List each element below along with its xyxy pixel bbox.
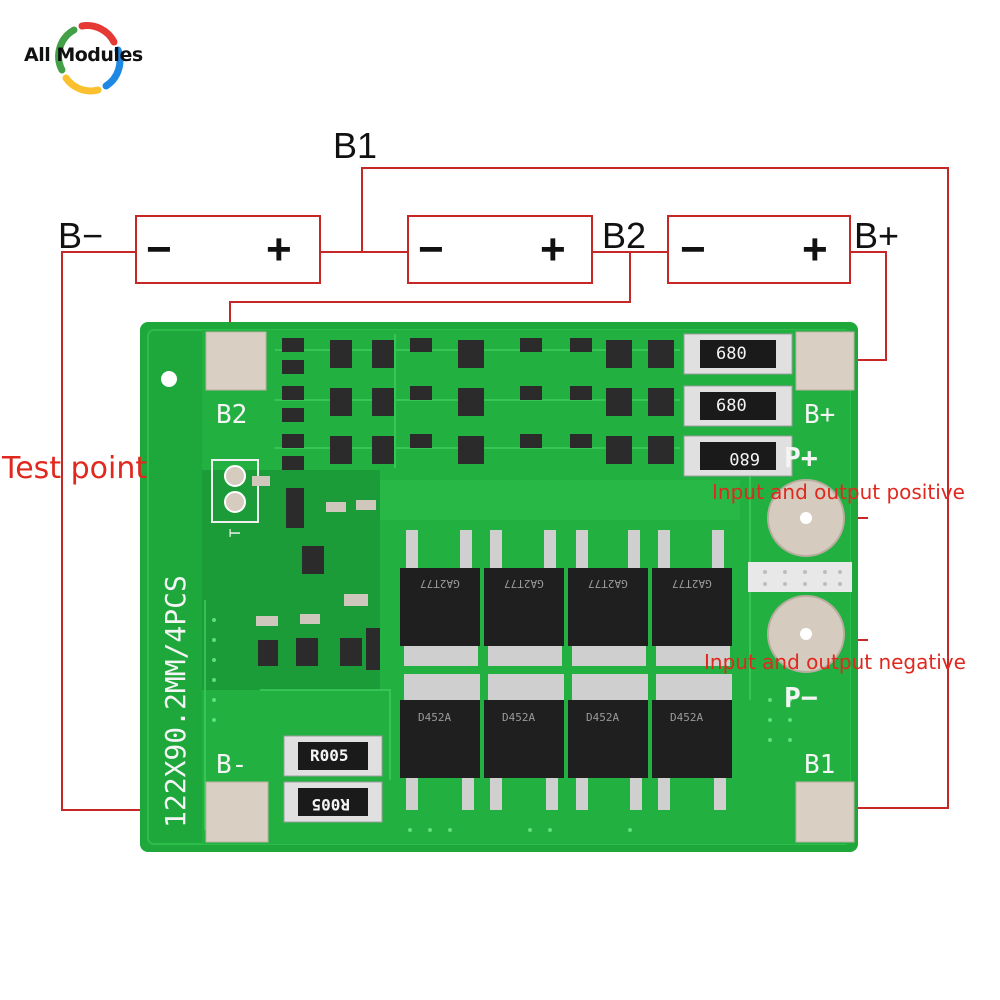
balance-resistors bbox=[683, 333, 793, 477]
annotation-test-point: Test point bbox=[2, 451, 148, 486]
silk-b-plus: B+ bbox=[804, 400, 836, 430]
mosfet-bottom-4-marking: D452A bbox=[670, 711, 704, 724]
test-point-pad-2 bbox=[224, 491, 246, 513]
cell-3-negative: − bbox=[680, 225, 706, 274]
cell-1-negative: − bbox=[146, 225, 172, 274]
logo-text: All Modules bbox=[24, 44, 143, 66]
annotation-positive: Input and output positive bbox=[712, 480, 965, 504]
cell-3 bbox=[667, 215, 851, 284]
resistor-2-marking: 680 bbox=[716, 396, 747, 416]
mosfet-bottom-2-marking: D452A bbox=[502, 711, 536, 724]
silk-b1: B1 bbox=[804, 750, 836, 780]
silk-b-minus: B- bbox=[216, 750, 248, 780]
cell-1-positive: + bbox=[266, 225, 292, 274]
mosfet-bottom-3-marking: D452A bbox=[586, 711, 620, 724]
logo-swirl-icon bbox=[55, 22, 124, 95]
shunt-resistors bbox=[283, 735, 383, 823]
pad-b2 bbox=[205, 331, 267, 391]
label-b1: B1 bbox=[333, 125, 378, 166]
mosfets-bottom bbox=[400, 674, 732, 810]
label-b2: B2 bbox=[602, 215, 647, 256]
resistor-1-marking: 680 bbox=[716, 344, 747, 364]
cell-2-negative: − bbox=[418, 225, 444, 274]
shunt-1-marking: R005 bbox=[310, 746, 349, 765]
mosfet-top-1-marking: GA2T77 bbox=[420, 577, 460, 590]
mosfet-bottom-1-marking: D452A bbox=[418, 711, 452, 724]
mosfets-top bbox=[400, 530, 732, 666]
cell-2-positive: + bbox=[540, 225, 566, 274]
cell-2 bbox=[407, 215, 593, 284]
silk-t: T bbox=[228, 528, 245, 538]
mosfet-top-3-marking: GA2T77 bbox=[588, 577, 628, 590]
cell-3-positive: + bbox=[802, 225, 828, 274]
label-b-plus: B+ bbox=[854, 215, 900, 256]
mosfet-top-2-marking: GA2T77 bbox=[504, 577, 544, 590]
silk-p-plus: P+ bbox=[784, 441, 818, 474]
logo bbox=[22, 12, 172, 102]
shunt-2-marking: R005 bbox=[311, 795, 350, 814]
silk-b2: B2 bbox=[216, 400, 248, 430]
pad-b-plus bbox=[795, 331, 855, 391]
pad-b-minus bbox=[205, 781, 269, 843]
test-point-pad-1 bbox=[224, 465, 246, 487]
silk-board-size: 122X90.2MM/4PCS bbox=[159, 575, 192, 828]
pad-b1 bbox=[795, 781, 855, 843]
mounting-hole bbox=[161, 371, 177, 387]
cell-1 bbox=[135, 215, 321, 284]
annotation-negative: Input and output negative bbox=[704, 650, 966, 674]
silk-p-minus: P− bbox=[784, 681, 818, 714]
mosfet-top-4-marking: GA2T77 bbox=[672, 577, 712, 590]
resistor-3-marking: 680 bbox=[729, 448, 760, 468]
label-b-minus: B− bbox=[58, 215, 104, 256]
